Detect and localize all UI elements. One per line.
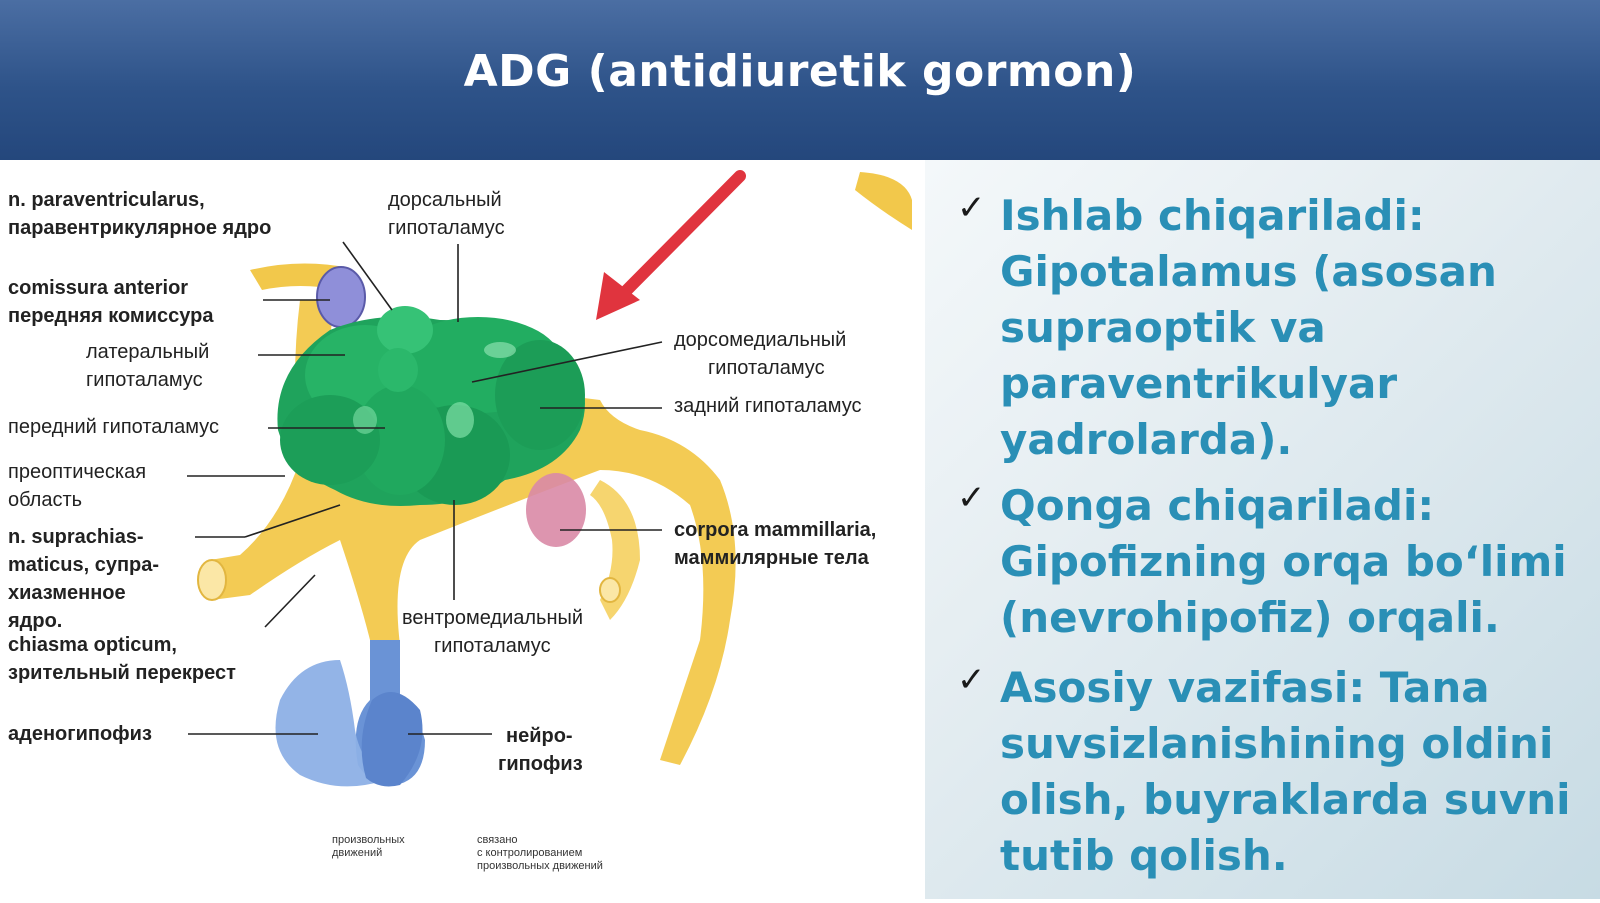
label-chiasma-1: chiasma opticum, [8,634,177,656]
bullet-panel: ✓ Ishlab chiqariladi: Gipotalamus (asosa… [925,160,1600,899]
label-dorsomedial-1: дорсомедиальный [674,329,846,351]
diagram-labels: n. paraventricularus, паравентрикулярное… [7,189,876,775]
footnote-right-3: произвольных движений [477,860,603,872]
label-suprachias-3: хиазменное [8,582,126,604]
bullet-text-produced: Ishlab chiqariladi: Gipotalamus (asosan … [1000,191,1497,464]
checkmark-icon: ✓ [957,660,986,700]
label-paraventricular-1: n. paraventricularus, [8,189,205,211]
label-dorsomedial-2: гипоталамус [708,357,825,379]
label-ventromedial-1: вентромедиальный [402,607,583,629]
mammillary-body [526,473,586,547]
checkmark-icon: ✓ [957,188,986,228]
figure-footnotes: произвольных движений связано с контроли… [332,834,603,872]
footnote-right-2: с контролированием [477,847,582,859]
label-suprachias-2: maticus, супра- [8,554,159,576]
footnote-right-1: связано [477,834,518,846]
label-paraventricular-2: паравентрикулярное ядро [8,217,271,239]
pituitary-gland [275,640,425,787]
label-posterior: задний гипоталамус [674,395,862,417]
label-comissura-2: передняя комиссура [8,305,214,327]
checkmark-icon: ✓ [957,478,986,518]
label-lateral-2: гипоталамус [86,369,203,391]
label-lateral-1: латеральный [86,341,209,363]
footnote-left-2: движений [332,847,382,859]
label-comissura-1: comissura anterior [8,277,188,299]
label-adeno: аденогипофиз [8,723,152,745]
hypothalamus-diagram: n. paraventricularus, паравентрикулярное… [7,170,912,872]
label-preoptic-1: преоптическая [8,461,146,483]
label-anterior: передний гипоталамус [8,416,219,438]
brain-tissue [197,172,912,765]
hypothalamus-nuclei [277,306,585,506]
footnote-left-1: произвольных [332,834,405,846]
leader-lines [187,241,663,735]
label-neuro-2: гипофиз [498,753,583,775]
bullet-text-released: Qonga chiqariladi: Gipofizning orqa bo‘l… [1000,481,1567,642]
hypothalamus-figure: n. paraventricularus, паравентрикулярное… [0,160,925,899]
slide-title: ADG (antidiuretik gormon) [463,46,1137,97]
label-chiasma-2: зрительный перекрест [8,662,236,684]
label-preoptic-2: область [8,489,82,511]
label-neuro-1: нейро- [506,725,573,747]
bullet-text-function: Asosiy vazifasi: Tana suvsizlanishining … [1000,663,1571,880]
red-arrow-icon [596,170,746,320]
slide-header: ADG (antidiuretik gormon) [0,0,1600,160]
label-mammillaria-2: маммилярные тела [674,547,870,569]
label-ventromedial-2: гипоталамус [434,635,551,657]
label-suprachias-4: ядро. [7,610,62,632]
label-mammillaria-1: corpora mammillaria, [674,519,876,541]
anterior-commissure [316,266,366,328]
label-dorsal-2: гипоталамус [388,217,505,239]
label-suprachias-1: n. suprachias- [8,526,144,548]
label-dorsal-1: дорсальный [388,189,502,211]
